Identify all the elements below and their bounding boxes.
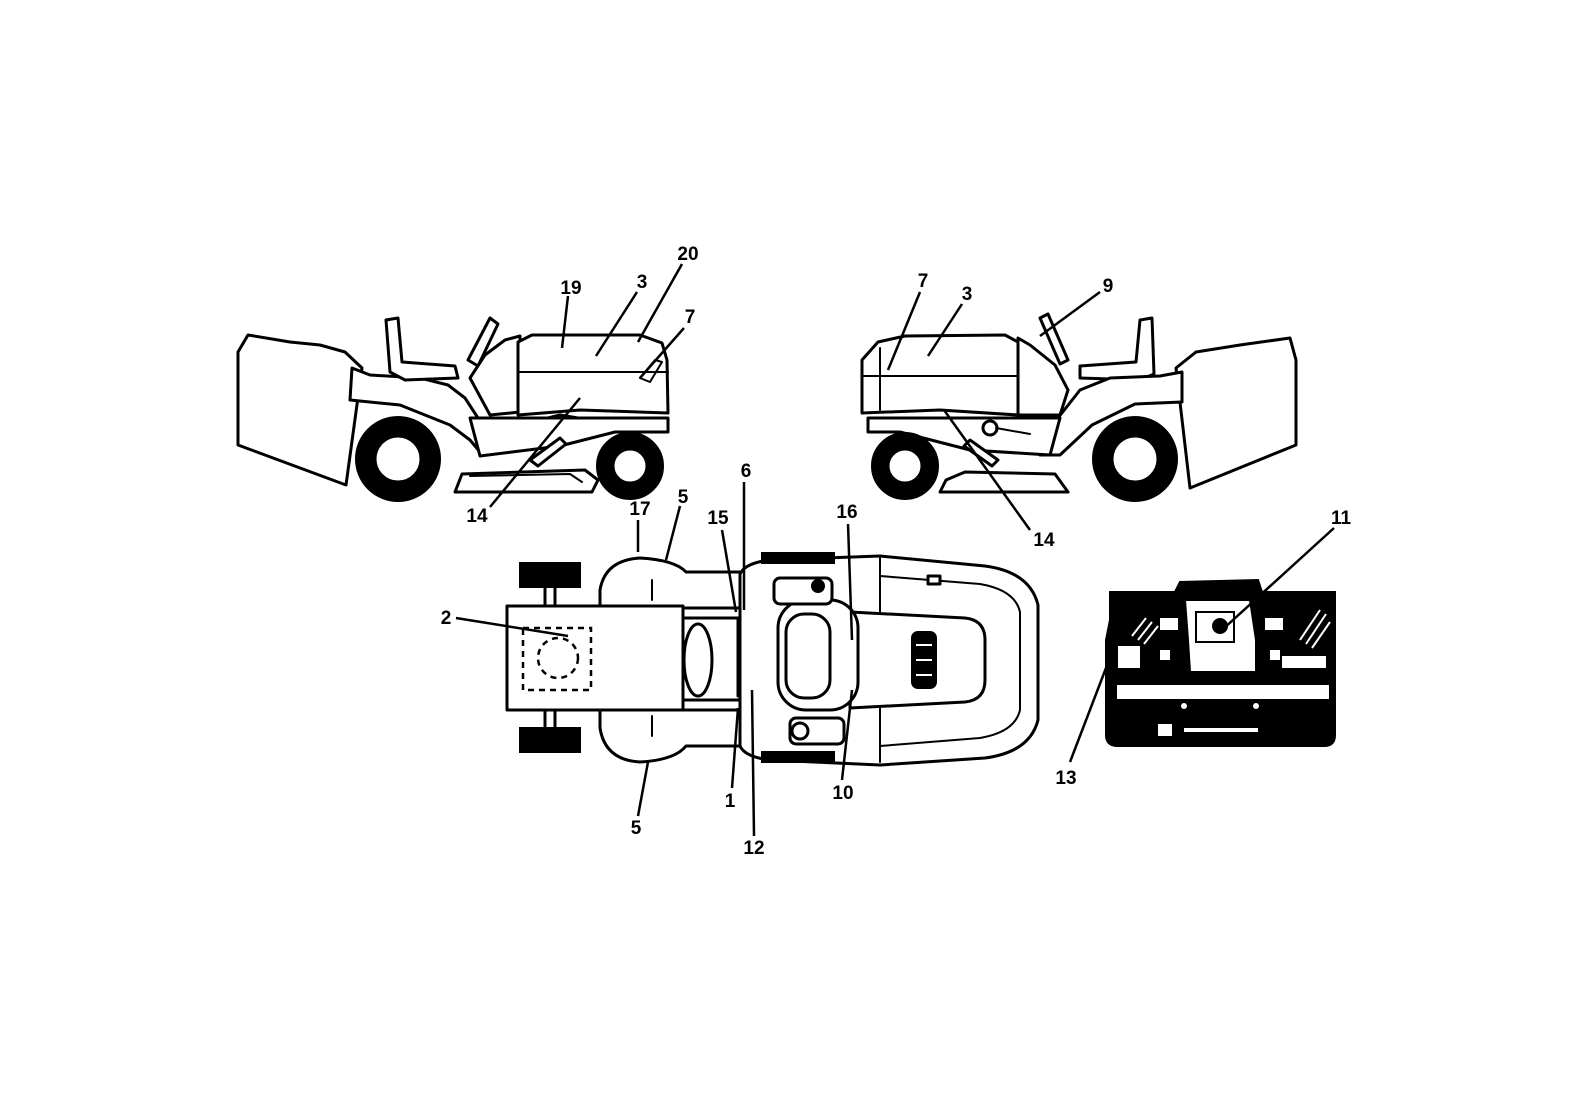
callout-labels: 19 3 20 7 14 7 3 9 14 6 5 17 15 16 2 1 1… — [441, 244, 1352, 859]
steering-left — [466, 316, 500, 368]
leader-lines — [455, 263, 1335, 837]
steering-right — [1038, 312, 1070, 366]
front-wheel-bottom — [761, 751, 835, 763]
callout-10: 10 — [832, 783, 853, 804]
callout-11: 11 — [1331, 508, 1352, 529]
callout-1: 1 — [725, 791, 736, 812]
hood-left — [516, 333, 670, 417]
callout-7-left: 7 — [685, 307, 696, 328]
callout-7-right: 7 — [918, 271, 929, 292]
dash-left — [468, 334, 522, 417]
mower-deck-left — [453, 468, 600, 494]
left-side-view — [236, 316, 670, 502]
callout-3-left: 3 — [637, 272, 648, 293]
callout-16: 16 — [836, 502, 857, 523]
right-side-view — [860, 312, 1298, 502]
callout-20-left: 20 — [677, 244, 698, 265]
grass-bag-left — [236, 333, 364, 487]
callout-14-right: 14 — [1033, 530, 1055, 551]
rear-wheel-top — [519, 562, 581, 588]
callout-15: 15 — [707, 508, 729, 529]
rear-wheel-bottom — [519, 727, 581, 753]
rear-fender-right — [1038, 370, 1184, 457]
callout-3-right: 3 — [962, 284, 973, 305]
dash-right — [1016, 336, 1070, 417]
front-wheel-top — [761, 552, 835, 564]
callout-14-left: 14 — [466, 506, 488, 527]
seat-left — [384, 316, 460, 382]
callout-5-top: 5 — [678, 487, 689, 508]
seat-right — [1078, 316, 1156, 382]
callout-19-left: 19 — [560, 278, 581, 299]
grass-bag-right — [1174, 336, 1298, 490]
callout-5-bottom: 5 — [631, 818, 642, 839]
callout-17: 17 — [629, 499, 650, 520]
fender-top — [598, 556, 742, 610]
callout-13: 13 — [1055, 768, 1076, 789]
chassis-left — [468, 416, 670, 458]
callout-2: 2 — [441, 608, 452, 629]
callout-9-right: 9 — [1103, 276, 1114, 297]
callout-12: 12 — [743, 838, 764, 859]
mower-deck-right — [938, 470, 1070, 494]
top-view — [505, 552, 1040, 767]
callout-6: 6 — [741, 461, 752, 482]
fender-bottom — [598, 708, 742, 764]
control-panel-view — [1105, 578, 1336, 747]
grass-bag-top — [505, 604, 685, 712]
